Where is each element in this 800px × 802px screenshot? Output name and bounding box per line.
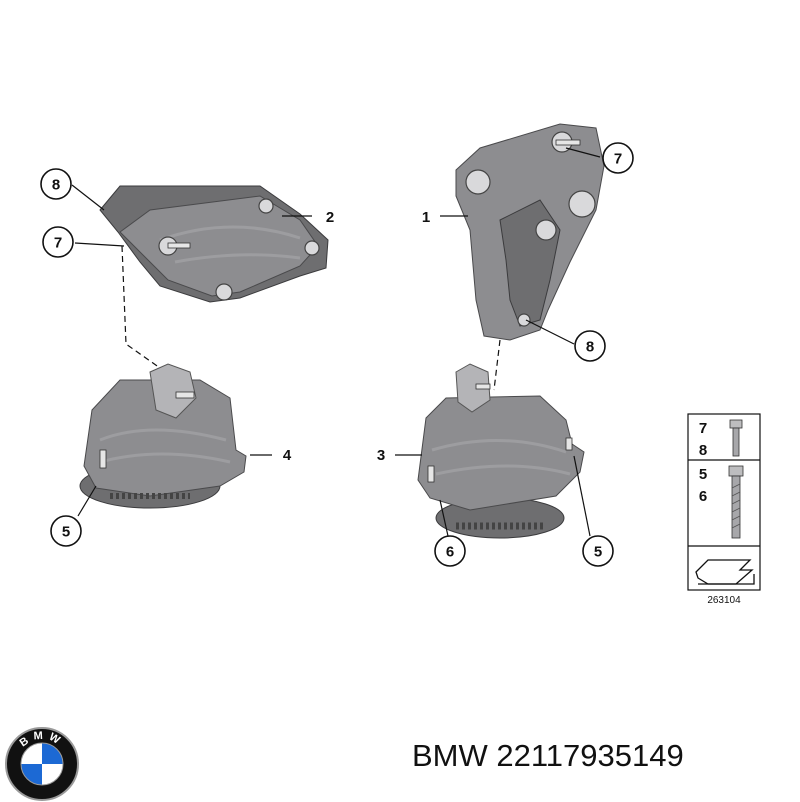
- callout-8-right: 8: [574, 330, 606, 362]
- callout-1: 1: [422, 209, 430, 226]
- legend-number-5: 5: [699, 466, 707, 483]
- legend-number-6: 6: [699, 488, 707, 505]
- callout-3: 3: [377, 447, 385, 464]
- leader-lines: [71, 147, 601, 537]
- callout-4: 4: [283, 447, 292, 464]
- svg-text:1: 1: [422, 209, 430, 226]
- fastener-legend: 7 8 5 6 263104: [687, 413, 761, 606]
- bmw-logo: BMW: [5, 727, 79, 801]
- callout-5-right: 5: [582, 535, 614, 567]
- svg-text:3: 3: [377, 447, 385, 464]
- alignment-line-right: [493, 339, 501, 391]
- callout-2: 2: [326, 209, 334, 226]
- engine-mount-right-part-3: [417, 363, 585, 539]
- legend-number-7: 7: [699, 420, 707, 437]
- svg-text:6: 6: [446, 544, 454, 561]
- callout-5-left: 5: [50, 515, 82, 547]
- reference-code: 263104: [707, 595, 741, 606]
- orientation-arrow-icon: [695, 559, 755, 585]
- svg-text:4: 4: [283, 447, 292, 464]
- engine-mount-left-part-4: [79, 363, 247, 509]
- svg-text:5: 5: [62, 524, 70, 541]
- alignment-line-left: [121, 245, 161, 369]
- callout-7-right: 7: [602, 142, 634, 174]
- legend-number-8: 8: [699, 442, 707, 459]
- svg-text:7: 7: [614, 151, 622, 168]
- svg-text:2: 2: [326, 209, 334, 226]
- callout-8-left: 8: [40, 168, 72, 200]
- short-bolt-icon: [729, 419, 743, 457]
- callout-7-left: 7: [42, 226, 74, 258]
- bracket-right-part-1: [455, 123, 605, 341]
- svg-text:8: 8: [52, 177, 60, 194]
- svg-text:5: 5: [594, 544, 602, 561]
- bracket-left-part-2: [99, 185, 329, 303]
- svg-text:7: 7: [54, 235, 62, 252]
- svg-text:8: 8: [586, 339, 594, 356]
- long-bolt-icon: [728, 465, 744, 539]
- callout-6: 6: [434, 535, 466, 567]
- part-number-label: BMW 22117935149: [412, 738, 684, 773]
